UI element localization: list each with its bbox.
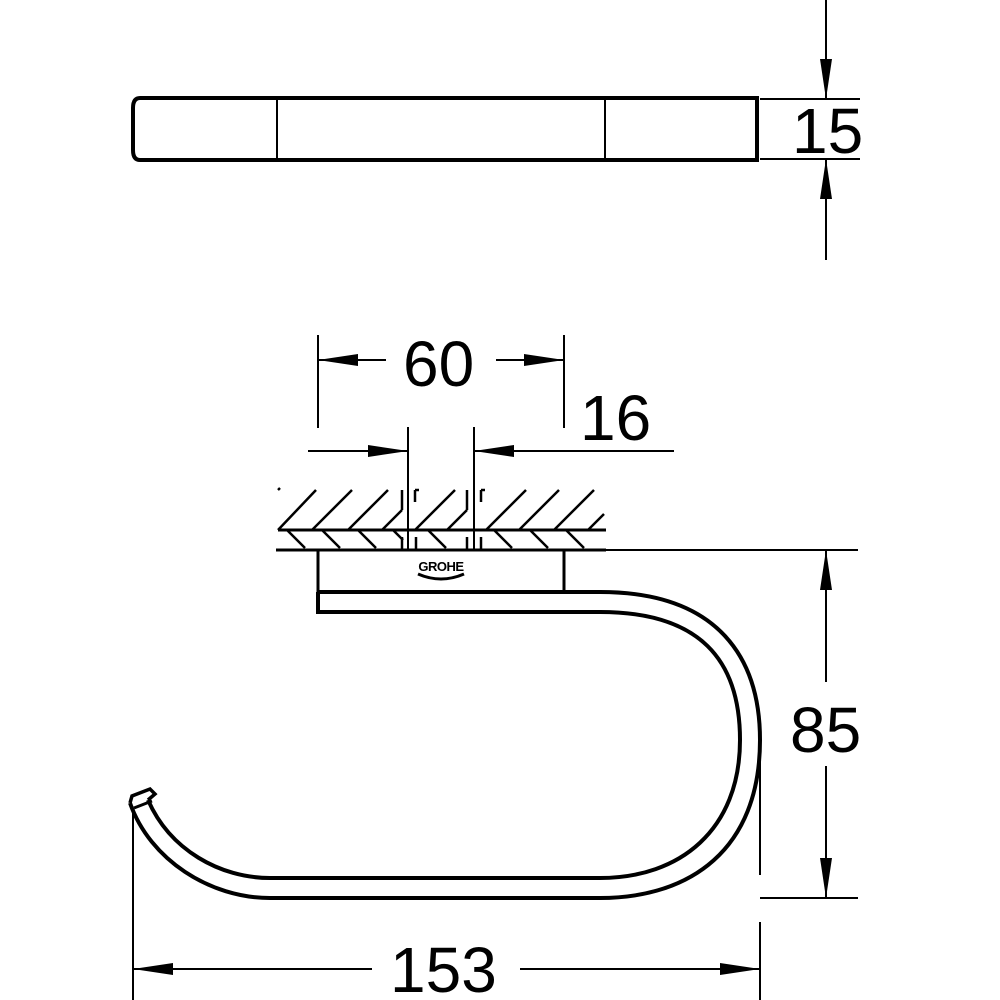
top-view-outline bbox=[131, 96, 759, 162]
dimension-offset-label: 16 bbox=[580, 382, 651, 454]
top-view: 15 bbox=[131, 0, 863, 260]
wall-hatching bbox=[276, 487, 606, 552]
holder-arm bbox=[128, 590, 763, 900]
brand-logo: GROHE bbox=[418, 559, 464, 574]
brand-logo-swoosh bbox=[417, 572, 465, 581]
dimension-height-label: 85 bbox=[790, 694, 861, 766]
dimension-thickness-label: 15 bbox=[792, 95, 863, 167]
front-view: 60 16 bbox=[128, 328, 861, 1000]
dimension-mount-spacing-label: 60 bbox=[403, 328, 474, 400]
dimension-width-label: 153 bbox=[390, 934, 497, 1000]
